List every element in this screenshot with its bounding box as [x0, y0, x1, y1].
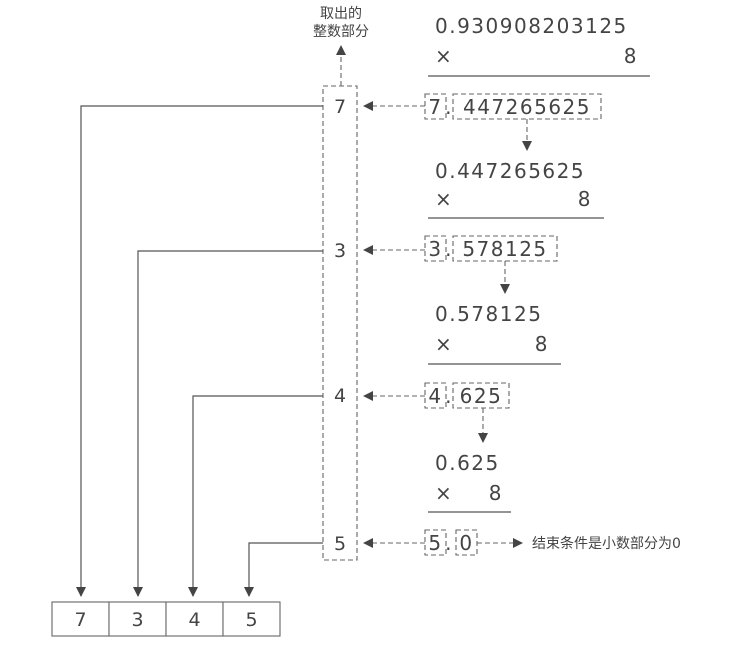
decimal-point-1: . [445, 95, 453, 119]
product-frac-1: 447265625 [463, 95, 591, 119]
multiplier-1: 8 [624, 44, 638, 68]
multiplier-4: 8 [489, 481, 503, 505]
product-int-4: 5 [428, 531, 442, 555]
times-sign-1: × [435, 44, 453, 68]
end-condition-label: 结束条件是小数部分为0 [532, 535, 681, 552]
result-digit-2: 3 [131, 609, 143, 631]
integer-digit-3: 4 [334, 385, 346, 407]
connector-digit-3 [188, 395, 323, 597]
product-int-2: 3 [428, 237, 442, 261]
multiplicand-3: 0.578125 [435, 302, 542, 326]
multiplier-2: 8 [578, 187, 592, 211]
connector-digit-2 [133, 250, 323, 597]
integer-digit-4: 5 [334, 533, 346, 555]
multiplicand-2: 0.447265625 [435, 159, 585, 183]
decimal-point-3: . [445, 384, 453, 408]
multiplicand-4: 0.625 [435, 451, 500, 475]
frac-box-1 [452, 93, 602, 120]
times-sign-3: × [435, 332, 453, 356]
connector-digit-1 [76, 105, 323, 597]
product-frac-2: 578125 [462, 237, 547, 261]
product-frac-4: 0 [459, 531, 473, 555]
multiplicand-1: 0.930908203125 [435, 14, 628, 38]
integer-column-box [322, 85, 358, 561]
result-digit-1: 7 [74, 609, 86, 631]
decimal-point-4: . [445, 531, 453, 555]
decimal-point-2: . [445, 237, 453, 261]
int-box-2 [424, 235, 447, 262]
times-sign-2: × [435, 187, 453, 211]
int-box-4 [424, 529, 447, 556]
product-int-3: 4 [428, 384, 442, 408]
connector-digit-4 [244, 542, 323, 597]
integer-digit-2: 3 [334, 240, 346, 262]
multiplier-3: 8 [535, 332, 549, 356]
product-frac-3: 625 [460, 384, 503, 408]
result-digit-4: 5 [245, 609, 257, 631]
times-sign-4: × [435, 481, 453, 505]
integer-digit-1: 7 [334, 96, 346, 118]
frac-box-3 [452, 382, 510, 409]
int-box-3 [424, 382, 447, 409]
product-int-1: 7 [428, 95, 442, 119]
caption-line-2: 整数部分 [313, 24, 369, 40]
result-cell-4 [222, 601, 281, 637]
result-digit-3: 4 [188, 609, 200, 631]
caption-line-1: 取出的 [320, 6, 362, 22]
int-box-1 [424, 93, 447, 120]
